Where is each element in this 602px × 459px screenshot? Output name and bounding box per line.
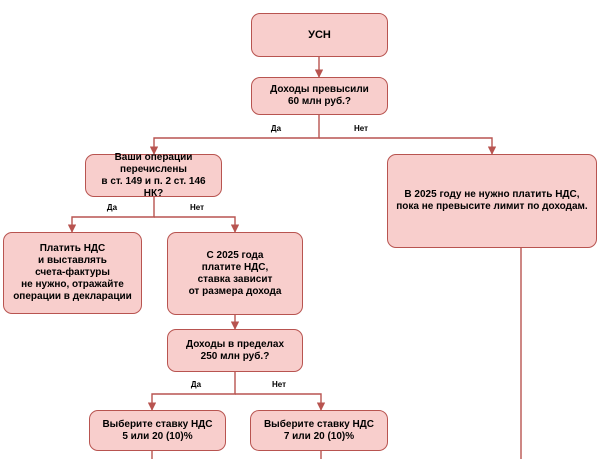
edge-q-income-60-no — [319, 137, 497, 155]
node-q-income-250: Доходы в пределах 250 млн руб.? — [167, 329, 303, 372]
edge-q-ops-yes — [67, 197, 155, 233]
edge-q-income-250-yes — [147, 372, 236, 411]
node-no-vat-until-limit: В 2025 году не нужно платить НДС, пока н… — [387, 154, 597, 248]
edge-label-yes-3: Да — [190, 380, 202, 389]
node-usn: УСН — [251, 13, 388, 57]
node-q-income-60: Доходы превысили 60 млн руб.? — [251, 77, 388, 115]
edge-label-no-3: Нет — [271, 380, 287, 389]
edge-label-no-1: Нет — [353, 124, 369, 133]
node-vat-from-2025: С 2025 года платите НДС, ставка зависит … — [167, 232, 303, 315]
node-rate-7-or-20: Выберите ставку НДС 7 или 20 (10)% — [250, 410, 388, 451]
node-no-vat-exempt: Платить НДС и выставлять счета-фактуры н… — [3, 232, 142, 314]
node-q-operations: Ваши операции перечислены в ст. 149 и п.… — [85, 152, 222, 199]
node-rate-5-or-20: Выберите ставку НДС 5 или 20 (10)% — [89, 410, 226, 451]
edge-q-income-60-yes — [149, 115, 320, 155]
edge-label-yes-2: Да — [106, 203, 118, 212]
edge-q-income-250-no — [235, 393, 326, 411]
edge-label-no-2: Нет — [189, 203, 205, 212]
edge-label-yes-1: Да — [270, 124, 282, 133]
edge-q-ops-no — [154, 216, 240, 233]
